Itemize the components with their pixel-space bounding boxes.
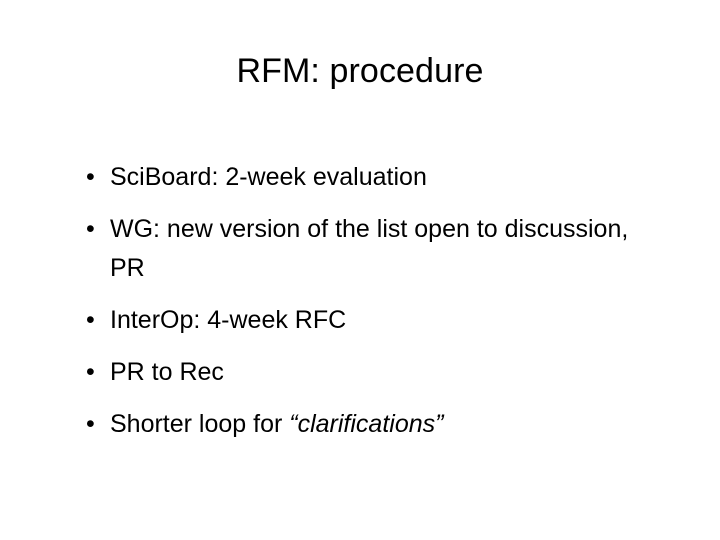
- bullet-point-icon: •: [86, 358, 95, 386]
- bullet-point-icon: •: [86, 163, 95, 191]
- list-item[interactable]: • InterOp: 4-week RFC: [78, 301, 658, 340]
- page-title: RFM: procedure: [236, 52, 484, 90]
- list-item[interactable]: • SciBoard: 2-week evaluation: [78, 158, 658, 197]
- bullet-point-icon: •: [86, 410, 95, 438]
- list-item-label: SciBoard: 2-week evaluation: [110, 163, 427, 191]
- list-item-label-emphasis: “clarifications”: [289, 410, 444, 438]
- bullet-list: • SciBoard: 2-week evaluation • WG: new …: [78, 158, 658, 444]
- list-item[interactable]: • WG: new version of the list open to di…: [78, 210, 658, 288]
- list-item-label: Shorter loop for “clarifications”: [110, 405, 658, 444]
- list-item-label: InterOp: 4-week RFC: [110, 306, 347, 334]
- list-item-label: PR to Rec: [110, 358, 224, 386]
- list-item[interactable]: • PR to Rec: [78, 353, 658, 392]
- list-item-label: WG: new version of the list open to disc…: [110, 215, 629, 282]
- bullet-point-icon: •: [86, 306, 95, 334]
- list-item[interactable]: • Shorter loop for “clarifications”: [78, 405, 658, 444]
- bullet-point-icon: •: [86, 215, 95, 243]
- list-item-label-prefix: Shorter loop for: [110, 410, 290, 438]
